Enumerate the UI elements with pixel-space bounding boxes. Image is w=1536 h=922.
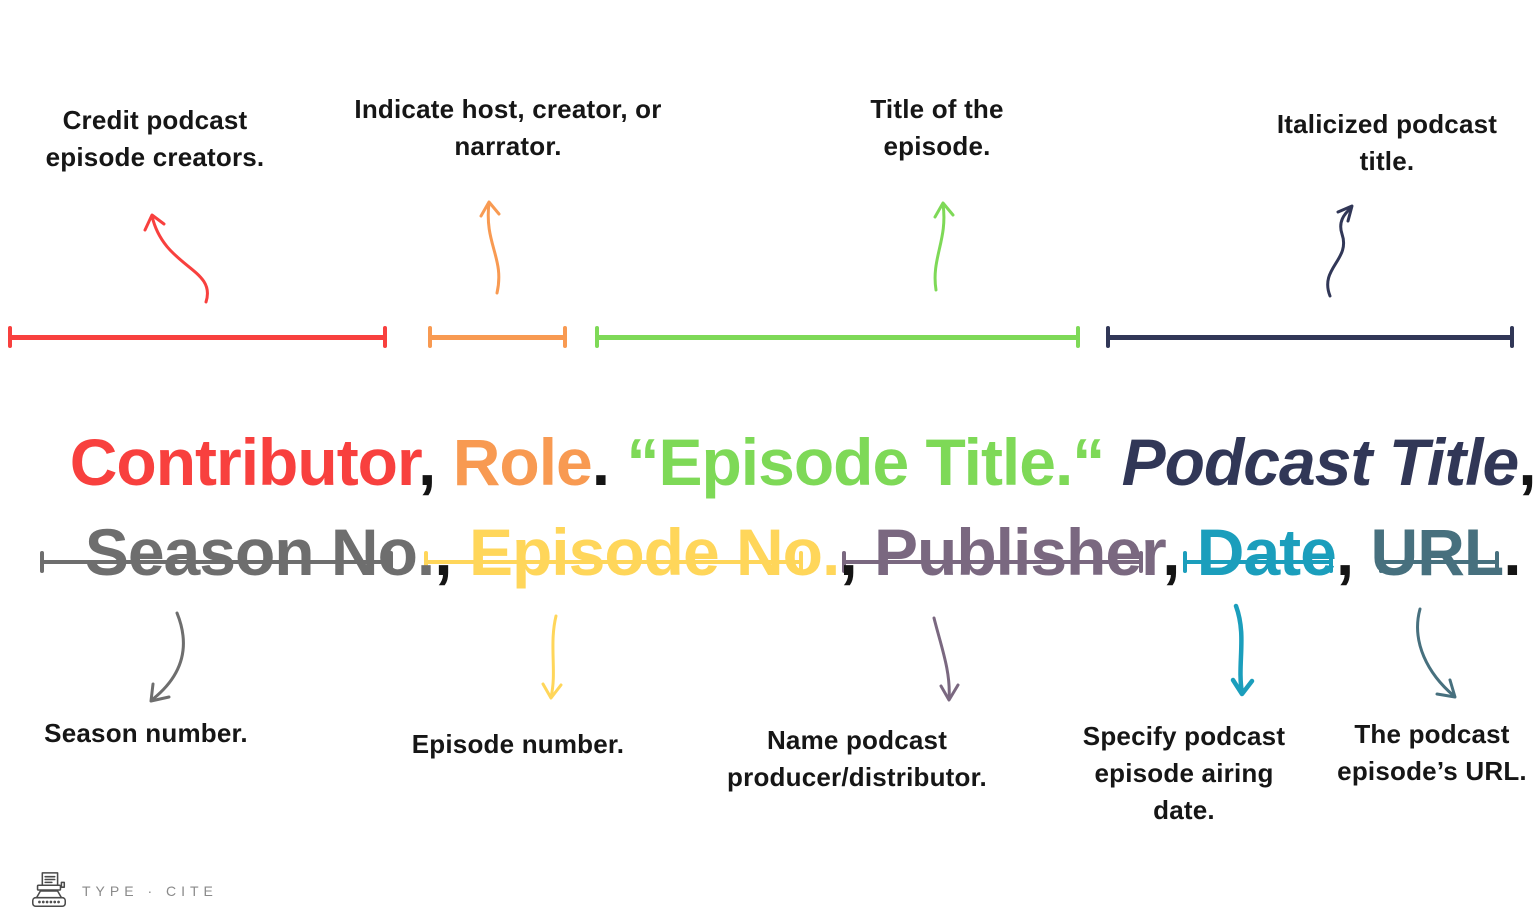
citation-line-1: Contributor, Role. “Episode Title.“ Podc… [0, 363, 1536, 561]
url-bracket [1379, 551, 1499, 573]
note-episode-number: Episode number. [411, 729, 625, 759]
note-role: Indicate host, creator, or narrator. [354, 94, 662, 161]
episode-title-arrow-icon [933, 201, 955, 292]
citation-line-2: Season No., Episode No., Publisher, Date… [0, 453, 1536, 651]
podcast-title-bracket [1106, 326, 1514, 348]
episode-no-bracket [424, 551, 803, 573]
episode-title-bracket [595, 326, 1080, 348]
role-bracket [428, 326, 567, 348]
note-url: The podcast episode’s URL. [1337, 719, 1527, 786]
citation-separator: , [839, 515, 874, 589]
citation-date: Date [1196, 515, 1337, 589]
citation-separator: , [418, 425, 453, 499]
season-bracket [40, 551, 393, 573]
role-arrow-icon [479, 200, 501, 295]
publisher-bracket [842, 551, 1143, 573]
citation-podcast-title: Podcast Title [1121, 425, 1520, 499]
note-episode-title: Title of the episode. [870, 94, 1004, 161]
podcast-title-arrow-icon [1326, 204, 1354, 298]
typewriter-icon [32, 872, 66, 908]
citation-separator: , [1335, 515, 1371, 589]
brand-logo: TYPE · CITE [28, 870, 218, 912]
note-podcast-title: Italicized podcast title. [1276, 109, 1498, 176]
date-bracket [1183, 551, 1333, 573]
citation-separator: . [591, 425, 627, 499]
contributor-bracket [8, 326, 387, 348]
note-season-number: Season number. [44, 718, 248, 748]
citation-separator: . [1503, 515, 1521, 589]
brand-wordmark: TYPE · CITE [82, 883, 218, 899]
contributor-arrow-icon [143, 213, 209, 304]
citation-separator: , [434, 515, 469, 589]
note-contributor: Credit podcast episode creators. [45, 105, 265, 172]
citation-separator: , [1518, 425, 1536, 499]
citation-contributor: Contributor [69, 425, 419, 499]
citation-url: URL [1370, 515, 1505, 589]
citation-season-no: Season No. [84, 515, 435, 589]
citation-episode-no: Episode No. [468, 515, 840, 589]
citation-role: Role [452, 425, 593, 499]
note-date: Specify podcast episode airing date. [1082, 721, 1286, 825]
citation-publisher: Publisher [874, 515, 1163, 589]
citation-episode-title: “Episode Title.“ [626, 425, 1105, 499]
citation-separator: , [1162, 515, 1197, 589]
note-publisher: Name podcast producer/distributor. [727, 725, 987, 792]
